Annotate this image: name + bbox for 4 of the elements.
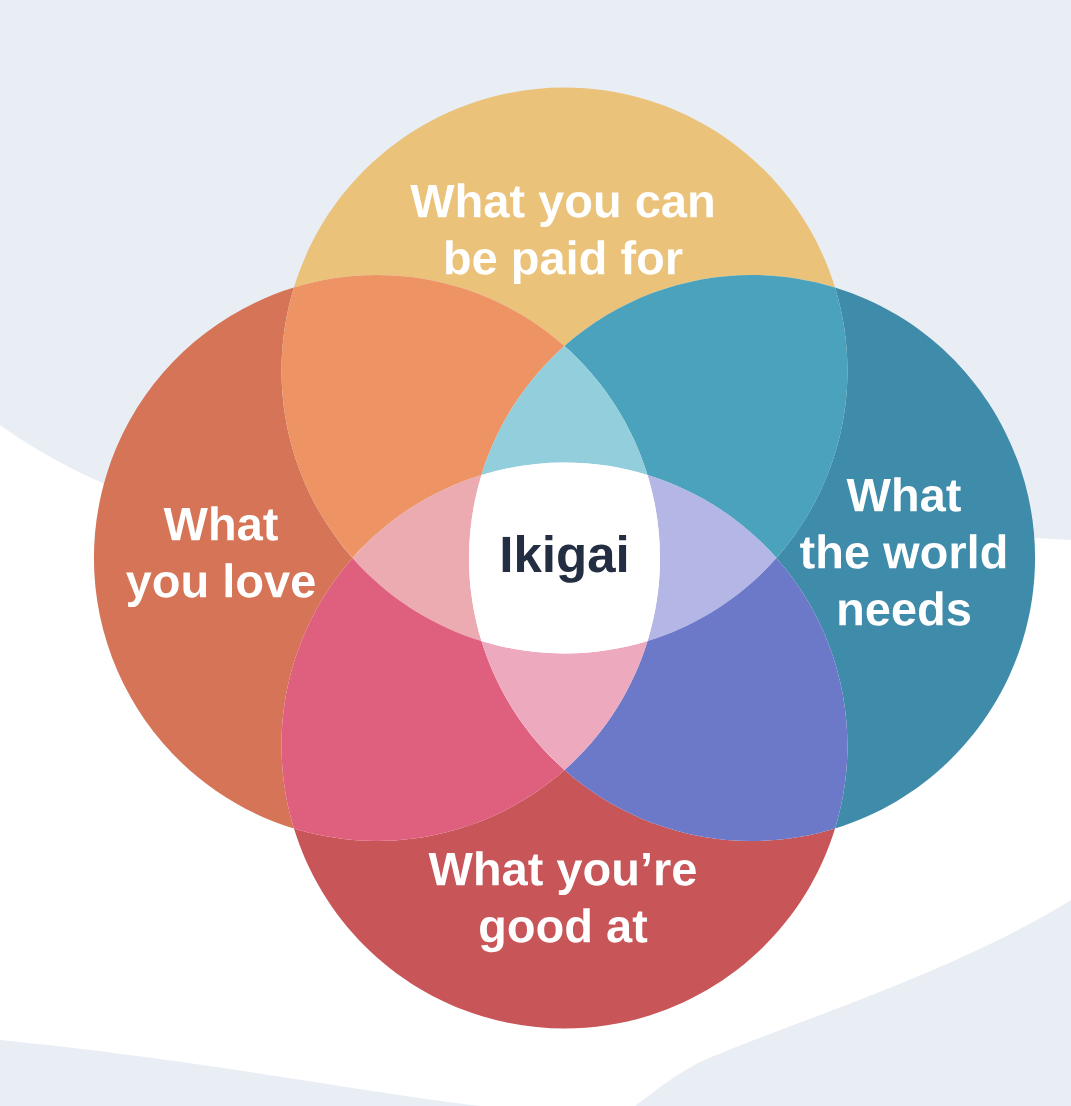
overlap-region bbox=[481, 346, 648, 475]
overlap-region bbox=[647, 474, 777, 642]
overlap-region bbox=[352, 474, 482, 642]
overlap-region bbox=[481, 641, 648, 770]
